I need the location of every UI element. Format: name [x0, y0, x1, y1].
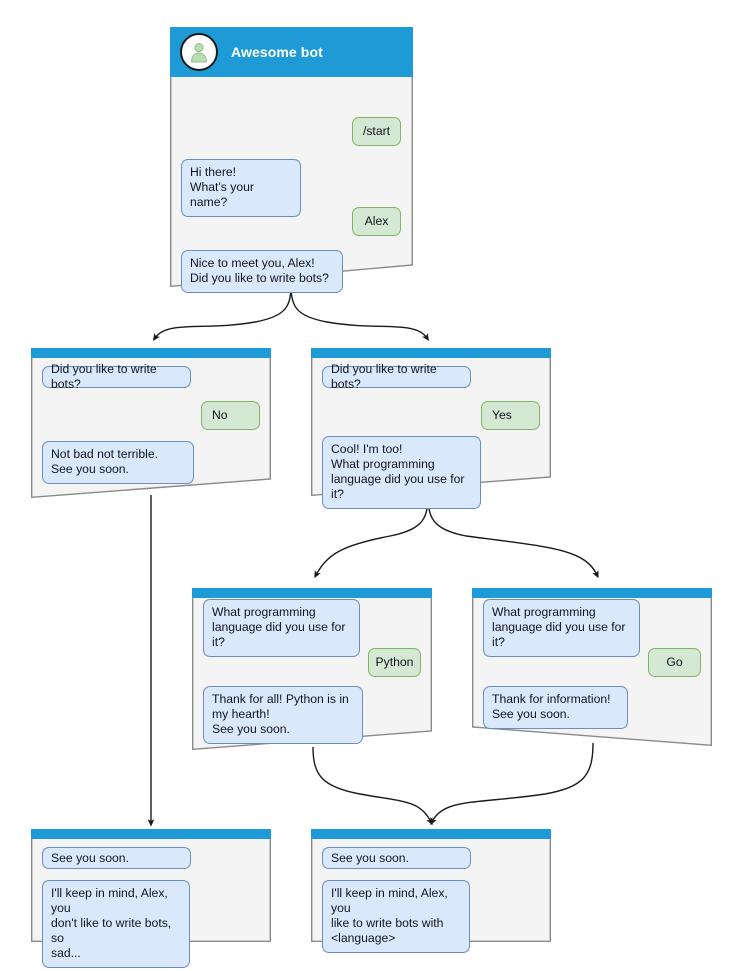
chat-message-bot[interactable]: Hi there! What's your name? [181, 159, 301, 217]
chat-message-bot[interactable]: Nice to meet you, Alex! Did you like to … [181, 250, 343, 293]
chat-message-user[interactable]: Alex [352, 207, 401, 236]
chat-message-bot[interactable]: Not bad not terrible. See you soon. [42, 441, 194, 484]
chat-message-bot[interactable]: I'll keep in mind, Alex, you don't like … [42, 880, 190, 968]
end-sad-node-header [31, 829, 271, 839]
end-happy-node[interactable]: See you soon. I'll keep in mind, Alex, y… [311, 829, 551, 953]
chat-message-bot[interactable]: What programming language did you use fo… [203, 599, 360, 657]
chat-message-bot[interactable]: Cool! I'm too! What programming language… [322, 436, 481, 509]
end-sad-node[interactable]: See you soon. I'll keep in mind, Alex, y… [31, 829, 271, 968]
chat-message-bot[interactable]: What programming language did you use fo… [483, 599, 640, 657]
chat-message-user[interactable]: /start [352, 117, 401, 146]
end-happy-node-header [311, 829, 551, 839]
chat-message-bot[interactable]: See you soon. [322, 847, 471, 869]
chat-message-bot[interactable]: I'll keep in mind, Alex, you like to wri… [322, 880, 470, 953]
chat-message-bot[interactable]: Did you like to write bots? [322, 362, 471, 391]
chat-message-bot[interactable]: Thank for information! See you soon. [483, 686, 628, 729]
python-branch-node[interactable]: What programming language did you use fo… [192, 588, 432, 750]
bot-name-label: Awesome bot [231, 44, 323, 60]
chat-message-user[interactable]: Yes [481, 401, 540, 430]
end-sad-node-chat: See you soon. I'll keep in mind, Alex, y… [31, 839, 271, 968]
python-branch-node-chat: What programming language did you use fo… [192, 598, 432, 750]
go-branch-node[interactable]: What programming language did you use fo… [472, 588, 712, 746]
end-happy-node-chat: See you soon. I'll keep in mind, Alex, y… [311, 839, 551, 953]
chat-message-user[interactable]: Go [648, 648, 701, 677]
chat-message-bot[interactable]: Thank for all! Python is in my hearth! S… [203, 686, 363, 744]
chat-message-bot[interactable]: Did you like to write bots? [42, 362, 191, 391]
avatar [180, 33, 218, 71]
yes-branch-node-chat: Did you like to write bots? Yes Cool! I'… [311, 358, 551, 509]
start-node-chat: /start Hi there! What's your name? Alex … [170, 77, 413, 293]
go-branch-node-chat: What programming language did you use fo… [472, 598, 712, 746]
no-branch-node-chat: Did you like to write bots? No Not bad n… [31, 358, 271, 498]
start-node-header: Awesome bot [170, 27, 413, 77]
start-node[interactable]: Awesome bot /start Hi there! What's your… [170, 27, 413, 293]
no-branch-node-header [31, 348, 271, 358]
chat-message-user[interactable]: No [201, 401, 260, 430]
chat-message-user[interactable]: Python [368, 648, 421, 677]
python-branch-node-header [192, 588, 432, 598]
yes-branch-node-header [311, 348, 551, 358]
yes-branch-node[interactable]: Did you like to write bots? Yes Cool! I'… [311, 348, 551, 509]
chat-message-bot[interactable]: See you soon. [42, 847, 191, 869]
connector-go-to-end-happy [430, 742, 594, 826]
person-icon [191, 43, 207, 63]
connector-python-to-end-happy [312, 746, 433, 826]
go-branch-node-header [472, 588, 712, 598]
no-branch-node[interactable]: Did you like to write bots? No Not bad n… [31, 348, 271, 498]
